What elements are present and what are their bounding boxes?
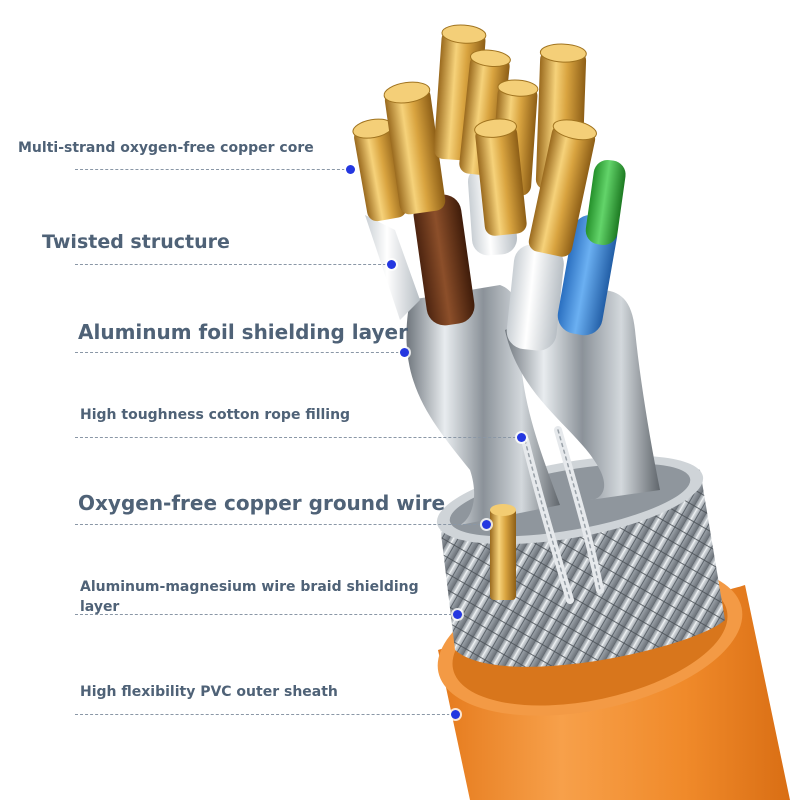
pointer-braid-shield — [452, 609, 462, 619]
leader-foil-shield — [75, 352, 404, 353]
pointer-copper-core — [345, 164, 355, 174]
leader-pvc-sheath — [75, 714, 455, 715]
label-foil-shield: Aluminum foil shielding layer — [78, 320, 408, 344]
label-cotton-filling: High toughness cotton rope filling — [80, 407, 351, 423]
leader-cotton-filling — [75, 437, 521, 438]
pointer-cotton-filling — [516, 432, 526, 442]
label-twisted-structure: Twisted structure — [42, 231, 230, 253]
leader-copper-core — [75, 169, 350, 170]
leader-twisted-structure — [75, 264, 391, 265]
leader-braid-shield — [75, 614, 457, 615]
label-ground-wire: Oxygen-free copper ground wire — [78, 491, 446, 515]
ground-wire — [490, 504, 516, 600]
cotton-filling — [521, 426, 604, 604]
label-pvc-sheath: High flexibility PVC outer sheath — [80, 684, 338, 700]
pointer-foil-shield — [399, 347, 409, 357]
leader-ground-wire — [75, 524, 486, 525]
label-copper-core: Multi-strand oxygen-free copper core — [18, 140, 314, 156]
pointer-pvc-sheath — [450, 709, 460, 719]
label-braid-shield: Aluminum-magnesium wire braid shielding … — [80, 579, 419, 615]
pointer-twisted-structure — [386, 259, 396, 269]
copper-cores — [352, 24, 597, 257]
pointer-ground-wire — [481, 519, 491, 529]
insulated-conductors — [365, 159, 626, 351]
